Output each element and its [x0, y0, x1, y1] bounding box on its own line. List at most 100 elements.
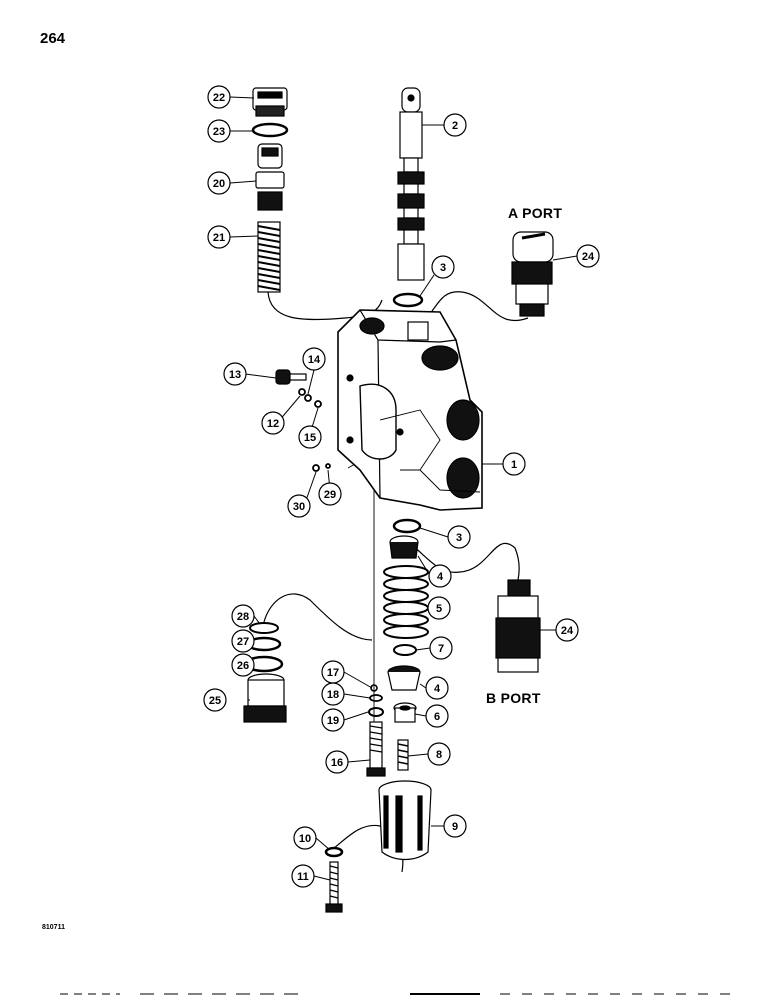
spring-cap-part	[387, 665, 421, 691]
callout-3-bottom: 3	[447, 525, 471, 549]
figure-code: 810711	[42, 924, 65, 931]
a-port-label: A PORT	[508, 205, 563, 221]
svg-text:26: 26	[237, 660, 249, 672]
callout-10: 10	[293, 826, 317, 850]
callout-30: 30	[287, 494, 311, 518]
callout-16: 16	[325, 750, 349, 774]
svg-text:8: 8	[436, 749, 442, 761]
svg-text:11: 11	[297, 871, 309, 883]
relief-valve-part	[255, 143, 285, 211]
svg-text:28: 28	[237, 611, 249, 623]
svg-text:24: 24	[561, 625, 574, 637]
svg-text:25: 25	[209, 695, 221, 707]
callout-14: 14	[302, 347, 326, 371]
svg-text:10: 10	[299, 833, 311, 845]
svg-text:17: 17	[327, 667, 339, 679]
bolt-part	[366, 721, 386, 777]
callout-24-a: 24	[576, 244, 600, 268]
cap-part	[378, 780, 432, 861]
svg-text:23: 23	[213, 126, 225, 138]
callout-7: 7	[429, 636, 453, 660]
back-up-ring-part	[249, 622, 279, 634]
callout-4-bottom: 4	[425, 676, 449, 700]
svg-text:12: 12	[267, 418, 279, 430]
svg-text:27: 27	[237, 636, 249, 648]
screw-part	[397, 739, 409, 771]
spool-part	[397, 87, 425, 281]
callout-20: 20	[207, 171, 231, 195]
svg-text:22: 22	[213, 92, 225, 104]
callout-1: 1	[502, 452, 526, 476]
bushing-part	[393, 702, 417, 723]
svg-text:7: 7	[438, 643, 444, 655]
ring-part	[369, 694, 383, 702]
check-valve-b-part	[495, 579, 541, 673]
bolt-part	[325, 861, 343, 913]
o-ring-part	[392, 518, 422, 534]
connector-line	[263, 593, 373, 641]
svg-text:3: 3	[440, 262, 446, 274]
svg-text:16: 16	[331, 757, 343, 769]
callout-15: 15	[298, 425, 322, 449]
b-port-label: B PORT	[486, 690, 541, 706]
callout-26: 26	[231, 653, 255, 677]
o-ring-part	[392, 292, 424, 308]
callout-23: 23	[207, 119, 231, 143]
page-number: 264	[40, 30, 66, 47]
svg-text:30: 30	[293, 501, 305, 513]
callout-29: 29	[318, 482, 342, 506]
plug-part	[252, 87, 288, 117]
callout-3-top: 3	[431, 255, 455, 279]
callout-4-top: 4	[428, 564, 452, 588]
spring-cap-part	[389, 535, 419, 559]
svg-text:9: 9	[452, 821, 458, 833]
callout-19: 19	[321, 708, 345, 732]
plug-part	[243, 673, 287, 723]
o-ring-part	[251, 122, 289, 138]
connector-line	[411, 542, 520, 581]
svg-text:2: 2	[452, 120, 458, 132]
callout-5: 5	[427, 596, 451, 620]
svg-text:29: 29	[324, 489, 336, 501]
callout-13: 13	[223, 362, 247, 386]
callout-6: 6	[425, 704, 449, 728]
svg-text:4: 4	[437, 571, 444, 583]
svg-text:13: 13	[229, 369, 241, 381]
washer-part	[393, 644, 417, 656]
centering-spring-part	[383, 565, 429, 639]
screw-part	[275, 369, 307, 385]
callout-9: 9	[443, 814, 467, 838]
ring-part	[368, 707, 384, 717]
callout-24-b: 24	[555, 618, 579, 642]
check-valve-a-part	[511, 231, 554, 317]
callout-2: 2	[443, 113, 467, 137]
washer-part	[324, 846, 344, 858]
callout-12: 12	[261, 411, 285, 435]
callout-28: 28	[231, 604, 255, 628]
svg-text:15: 15	[304, 432, 316, 444]
callout-22: 22	[207, 85, 231, 109]
callout-18: 18	[321, 682, 345, 706]
svg-text:3: 3	[456, 532, 462, 544]
ball-part	[314, 400, 322, 408]
ball-part	[325, 463, 331, 469]
connector-line	[429, 291, 529, 321]
svg-text:6: 6	[434, 711, 440, 723]
ball-part	[298, 388, 306, 396]
spring-part	[304, 394, 312, 402]
callout-25: 25	[203, 688, 227, 712]
callout-11: 11	[291, 864, 315, 888]
callout-27: 27	[231, 629, 255, 653]
svg-text:19: 19	[327, 715, 339, 727]
svg-text:18: 18	[327, 689, 339, 701]
svg-text:14: 14	[308, 354, 321, 366]
callout-21: 21	[207, 225, 231, 249]
valve-body-part	[337, 309, 483, 511]
svg-text:4: 4	[434, 683, 441, 695]
plug-part	[312, 464, 320, 472]
svg-text:20: 20	[213, 178, 225, 190]
svg-text:1: 1	[511, 459, 517, 471]
svg-text:5: 5	[436, 603, 442, 615]
spring-part	[257, 221, 281, 293]
